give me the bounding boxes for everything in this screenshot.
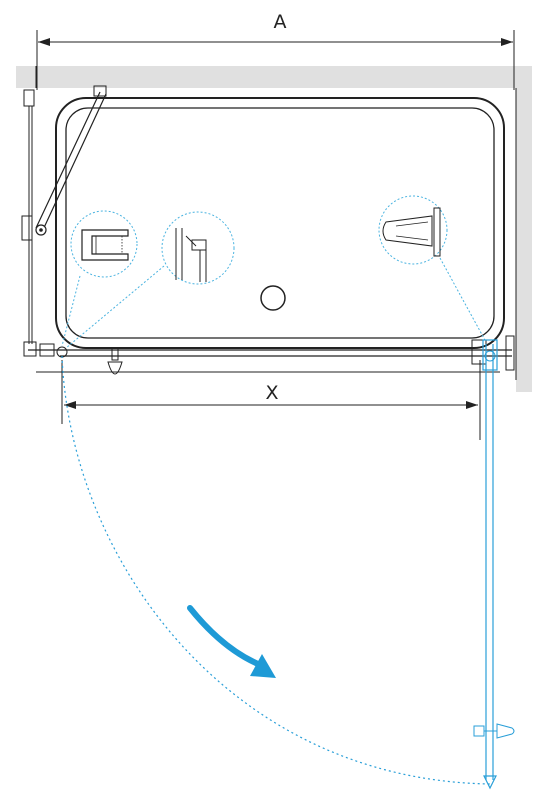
stabilizer-bar [35,85,107,236]
detail-callout-profile [61,210,138,347]
dimension-a: A [36,11,515,90]
back-wall [16,66,532,88]
dimension-x-label: X [265,382,278,404]
curved-arrow-icon [187,605,276,678]
drain-icon [260,285,286,311]
right-wall [516,66,532,392]
dimension-a-label: A [274,11,287,33]
left-wall-profile [21,89,35,344]
dimension-x: X [61,360,481,440]
door-swing-path [61,355,491,785]
detail-callout-handle [378,195,487,343]
open-door-panel [473,339,515,790]
walls [16,66,532,392]
shower-tray [55,97,505,349]
threshold [23,335,515,375]
detail-callout-hinge [65,211,235,349]
